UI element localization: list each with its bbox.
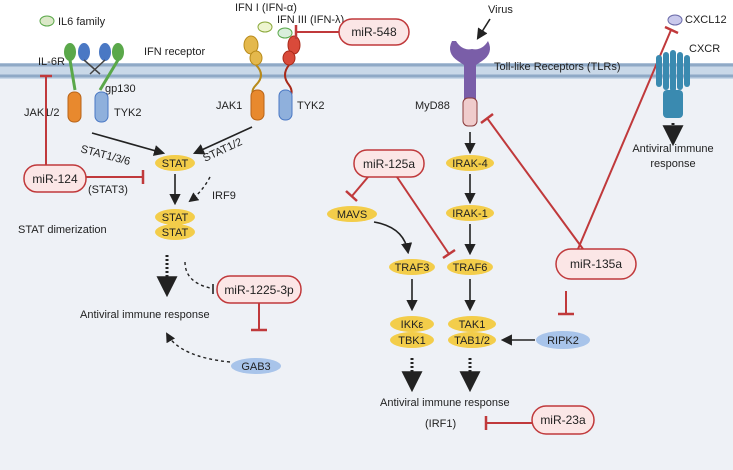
il6r-label: IL-6R <box>38 56 65 68</box>
tab12-node <box>448 332 496 348</box>
ifn3-ligand-icon <box>277 27 293 39</box>
arrow-jak-to-stat <box>91 132 166 156</box>
stat-dimer-bottom-node <box>155 224 195 240</box>
arrow-virus-to-tlr <box>476 18 491 40</box>
antiviral-left-label: Antiviral immune response <box>80 309 210 321</box>
tbk1-node <box>390 332 434 348</box>
mir125a-inhibits-traf6 <box>396 176 456 260</box>
gp130-label: gp130 <box>105 83 136 95</box>
traf6-node <box>447 259 493 275</box>
jak12-label: JAK1/2 <box>24 107 59 119</box>
irak1-label: IRAK-1 <box>452 208 487 220</box>
mir135a-node <box>555 248 637 280</box>
arrow-jak1-to-stat <box>192 126 253 155</box>
mir124-node <box>23 164 87 193</box>
ifn-receptor-icon <box>243 35 301 101</box>
tak1-label: TAK1 <box>459 319 486 331</box>
mavs-node <box>327 206 377 222</box>
cxcl12-ligand-icon <box>667 14 683 26</box>
myd88-label: MyD88 <box>415 100 450 112</box>
traf3-node <box>389 259 435 275</box>
irf9-label: IRF9 <box>212 190 236 202</box>
tak1-node <box>448 316 496 332</box>
tyk2-right-label: TYK2 <box>297 100 325 112</box>
ikke-node <box>390 316 434 332</box>
virus-label: Virus <box>488 4 513 16</box>
irf1-label: (IRF1) <box>425 418 456 430</box>
mir548-inhibits-ifn3 <box>294 25 339 39</box>
traf3-label: TRAF3 <box>395 262 430 274</box>
irak4-node <box>446 155 494 171</box>
gab3-node <box>231 358 281 374</box>
ifn1-ligand-icon <box>257 21 273 33</box>
il6-ligand-icon <box>39 15 55 27</box>
tyk2-left-icon <box>94 91 109 123</box>
antiviral-right-label-line1: Antiviral immune <box>632 143 713 155</box>
arrow-irf9-to-dimer <box>188 176 211 203</box>
mir125a-node <box>353 149 425 178</box>
arrow-gab3-to-antiviral <box>166 332 231 363</box>
stat-dimer-bottom-label: STAT <box>162 227 189 239</box>
mir23a-node <box>531 405 595 435</box>
il6-receptor-icon <box>64 43 124 91</box>
irak1-node <box>446 205 494 221</box>
stat3-label: (STAT3) <box>88 184 128 196</box>
ikke-label: IKKε <box>401 319 424 331</box>
tyk2-right-icon <box>278 89 293 121</box>
antiviral-right-label-line2: response <box>650 158 695 170</box>
traf6-label: TRAF6 <box>453 262 488 274</box>
mir1225-label: miR-1225-3p <box>224 283 294 297</box>
stat-node <box>155 155 195 171</box>
mir125a-label: miR-125a <box>363 157 415 171</box>
mir125a-inhibits-mavs <box>345 176 369 202</box>
cell-membrane <box>0 63 733 79</box>
mir23a-label: miR-23a <box>540 413 586 427</box>
cxcr-icon <box>656 50 690 118</box>
ifn3-label: IFN III (IFN-λ) <box>277 14 344 26</box>
mir135a-label: miR-135a <box>570 257 622 271</box>
irak4-label: IRAK-4 <box>452 158 487 170</box>
stat-dimer-top-node <box>155 209 195 225</box>
myd88-node <box>462 97 478 127</box>
tyk2-left-label: TYK2 <box>114 107 142 119</box>
ifn1-label: IFN I (IFN-α) <box>235 2 297 14</box>
mir135a-inhibits-myd88 <box>480 113 584 250</box>
ripk2-node <box>536 331 590 349</box>
stat-dimerization-label: STAT dimerization <box>18 224 107 236</box>
ripk2-label: RIPK2 <box>547 335 579 347</box>
arrow-mavs-to-traf3 <box>373 221 413 255</box>
il6-family-label: IL6 family <box>58 16 106 28</box>
jak1-label: JAK1 <box>216 100 242 112</box>
mir1225-inhibits-gab3 <box>251 303 267 332</box>
cxcl12-label: CXCL12 <box>685 14 727 26</box>
mir124-label: miR-124 <box>32 172 78 186</box>
antiviral-center-label: Antiviral immune response <box>380 397 510 409</box>
stat-label: STAT <box>162 158 189 170</box>
mir124-inhibits-stat <box>86 170 145 184</box>
jak12-icon <box>67 91 82 123</box>
mir135a-inhibits-ripk2 <box>558 291 574 316</box>
tlrs-label: Toll-like Receptors (TLRs) <box>494 61 621 73</box>
tab12-label: TAB1/2 <box>454 335 490 347</box>
mir23a-inhibits-irf1 <box>484 416 532 430</box>
jak1-icon <box>250 89 265 121</box>
mavs-label: MAVS <box>337 209 367 221</box>
cxcr-label: CXCR <box>689 43 720 55</box>
mir548-label: miR-548 <box>351 25 397 39</box>
stat-dimer-top-label: STAT <box>162 212 189 224</box>
tbk1-label: TBK1 <box>398 335 426 347</box>
mir135a-inhibits-cxcl12 <box>577 25 679 250</box>
mir124-inhibits-il6r <box>40 74 52 165</box>
gab3-label: GAB3 <box>241 361 270 373</box>
ifn-receptor-label: IFN receptor <box>144 46 205 58</box>
